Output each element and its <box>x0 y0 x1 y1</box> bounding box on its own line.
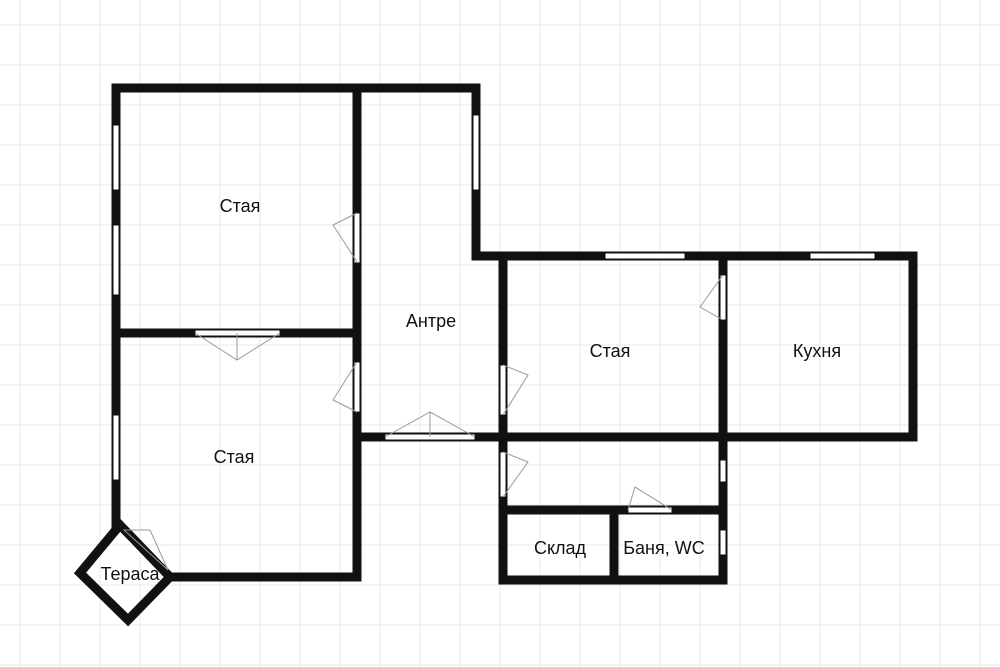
room-label-kitchen: Кухня <box>793 341 841 361</box>
room-label-bottom-left: Стая <box>214 447 255 467</box>
room-label-middle: Стая <box>590 341 631 361</box>
walls <box>73 83 918 627</box>
room-label-top-left: Стая <box>220 196 261 216</box>
room-label-bathroom: Баня, WC <box>623 538 705 558</box>
windows <box>112 114 876 556</box>
room-label-storage: Склад <box>534 538 587 558</box>
doors <box>122 212 727 571</box>
room-label-terrace: Тераса <box>100 564 160 584</box>
room-label-hall: Антре <box>406 311 456 331</box>
